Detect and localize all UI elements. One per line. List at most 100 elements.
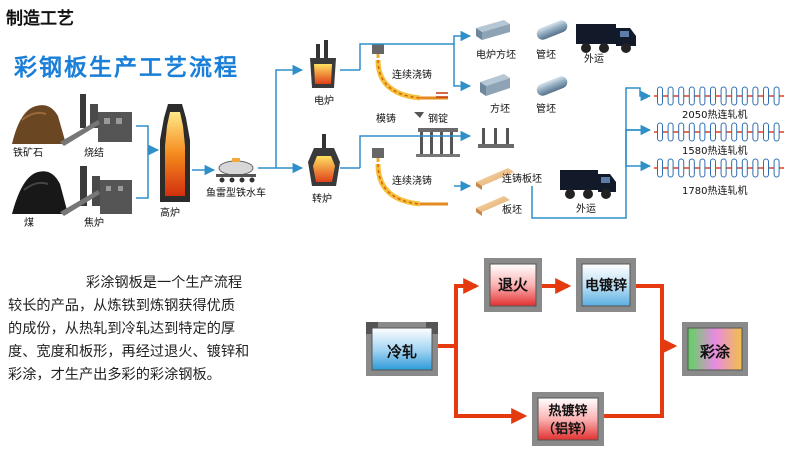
hot-dip-galvanizing-box bbox=[532, 392, 604, 446]
label-converter: 转炉 bbox=[312, 192, 332, 205]
ingot-rack-icon bbox=[416, 128, 460, 157]
tube-billet-icon-1 bbox=[536, 20, 568, 40]
mill-roll-stand bbox=[741, 158, 748, 178]
label-ingot-casting: 模铸 bbox=[376, 112, 396, 125]
raw-material-connector bbox=[136, 125, 160, 199]
coal-pile-icon bbox=[12, 171, 68, 214]
mill-roll-stand bbox=[752, 158, 759, 178]
label-steel-ingot: 钢锭 bbox=[428, 112, 448, 125]
torpedo-car-icon bbox=[216, 158, 256, 183]
billet-branch-connector bbox=[359, 30, 472, 192]
label-export-2: 外运 bbox=[576, 203, 596, 215]
mill-roll-stand bbox=[773, 86, 780, 106]
billet-marks-icon bbox=[436, 92, 448, 98]
label-continuous-casting-upper: 连续浇铸 bbox=[392, 68, 432, 81]
label-iron-ore: 铁矿石 bbox=[13, 146, 43, 159]
mill-roll-stand bbox=[688, 86, 695, 106]
description-line-5: 彩涂，才生产出多彩的彩涂钢板。 bbox=[8, 367, 221, 383]
slab-icon bbox=[476, 196, 510, 216]
billet-icon bbox=[480, 74, 510, 96]
label-color-coating: 彩涂 bbox=[699, 343, 731, 361]
export-truck-icon-1 bbox=[576, 24, 636, 53]
mill-roll-stand bbox=[699, 122, 706, 142]
label-electro-galvanizing: 电镀锌 bbox=[585, 277, 627, 294]
label-coal: 煤 bbox=[24, 216, 34, 229]
mill-roll-stand bbox=[657, 86, 663, 106]
label-continuous-casting-lower: 连续浇铸 bbox=[392, 174, 432, 187]
mill-roll-stand bbox=[667, 86, 674, 106]
mill-roll-stand bbox=[720, 158, 727, 178]
mill-roll-stand bbox=[752, 86, 759, 106]
label-torpedo-car: 鱼雷型铁水车 bbox=[206, 186, 266, 199]
mill-roll-stand bbox=[678, 158, 685, 178]
ingot-mold-icon bbox=[414, 112, 424, 118]
page-heading: 制造工艺 bbox=[6, 9, 74, 29]
hot-rolling-mill-1780 bbox=[654, 158, 784, 178]
description-line-3: 的成份，从热轧到冷轧达到特定的厚 bbox=[8, 321, 236, 337]
mill-roll-stand bbox=[699, 86, 706, 106]
tube-billet-icon-2 bbox=[536, 76, 568, 96]
furnace-to-casting-connector bbox=[340, 69, 360, 169]
cc-slab-icon bbox=[476, 168, 514, 190]
label-hot-dip-line1: 热镀锌 bbox=[548, 403, 587, 419]
continuous-caster-upper-icon bbox=[372, 44, 448, 101]
converter-icon bbox=[308, 134, 340, 186]
label-tube-billet-2: 管坯 bbox=[536, 102, 556, 115]
mill-roll-stand bbox=[710, 86, 716, 106]
mill-roll-stand bbox=[667, 122, 674, 142]
mill-roll-stand bbox=[710, 122, 716, 142]
mill-roll-stand bbox=[720, 122, 727, 142]
description-line-2: 较长的产品，从炼铁到炼钢获得优质 bbox=[8, 298, 236, 314]
label-annealing: 退火 bbox=[498, 276, 529, 294]
electro-galvanizing-box bbox=[576, 258, 636, 312]
slab-to-mill-connector bbox=[531, 87, 652, 219]
label-electric-furnace: 电炉 bbox=[314, 94, 334, 107]
description-paragraph: 彩涂钢板是一个生产流程较长的产品，从炼铁到炼钢获得优质的成份，从热轧到冷轧达到特… bbox=[8, 272, 310, 387]
label-cold-rolling: 冷轧 bbox=[387, 343, 417, 361]
ingot-product-rack-icon bbox=[478, 128, 514, 148]
label-sintering: 烧结 bbox=[84, 146, 104, 159]
hot-rolling-mill-2050 bbox=[654, 86, 784, 106]
iron-ore-pile-icon bbox=[12, 105, 66, 144]
mill-roll-stand bbox=[731, 158, 738, 178]
label-export-1: 外运 bbox=[584, 53, 604, 65]
export-truck-icon-2 bbox=[560, 170, 616, 199]
label-mill-1580: 1580热连轧机 bbox=[682, 144, 747, 157]
hot-rolling-mill-1580 bbox=[654, 122, 784, 142]
mill-roll-stand bbox=[710, 158, 716, 178]
mill-roll-stand bbox=[731, 122, 738, 142]
label-eaf-billet: 电炉方坯 bbox=[476, 48, 516, 61]
mill-roll-stand bbox=[720, 86, 727, 106]
mill-roll-stand bbox=[773, 158, 780, 178]
mill-roll-stand bbox=[731, 86, 738, 106]
label-blast-furnace: 高炉 bbox=[160, 206, 180, 219]
label-cc-slab: 连铸板坯 bbox=[502, 172, 542, 185]
annealing-box bbox=[484, 258, 542, 312]
cold-rolling-box bbox=[366, 322, 438, 376]
coke-oven-icon bbox=[60, 166, 132, 216]
electric-furnace-icon bbox=[310, 40, 336, 88]
mill-roll-stand bbox=[667, 158, 674, 178]
downstream-flow-lines bbox=[438, 278, 678, 424]
color-coating-box bbox=[682, 322, 748, 376]
mill-roll-stand bbox=[763, 122, 769, 142]
mill-roll-stand bbox=[752, 122, 759, 142]
mill-roll-stand bbox=[678, 86, 685, 106]
mill-roll-stand bbox=[763, 86, 769, 106]
description-line-1: 彩涂钢板是一个生产流程 bbox=[86, 275, 243, 291]
mill-roll-stand bbox=[657, 158, 663, 178]
mill-roll-stand bbox=[657, 122, 663, 142]
label-billet: 方坯 bbox=[490, 102, 510, 115]
label-hot-dip-line2: （铝锌） bbox=[542, 421, 594, 437]
label-coking: 焦炉 bbox=[84, 216, 104, 229]
mill-roll-stand bbox=[688, 158, 695, 178]
mill-roll-stand bbox=[741, 122, 748, 142]
eaf-billet-icon bbox=[476, 20, 510, 40]
continuous-caster-lower-icon bbox=[372, 148, 448, 207]
blast-furnace-icon bbox=[160, 104, 190, 202]
label-mill-1780: 1780热连轧机 bbox=[682, 184, 747, 197]
description-line-4: 度、宽度和板形，再经过退火、镀锌和 bbox=[8, 344, 250, 360]
car-to-furnace-connector bbox=[258, 64, 304, 174]
page-subtitle: 彩钢板生产工艺流程 bbox=[14, 55, 239, 81]
